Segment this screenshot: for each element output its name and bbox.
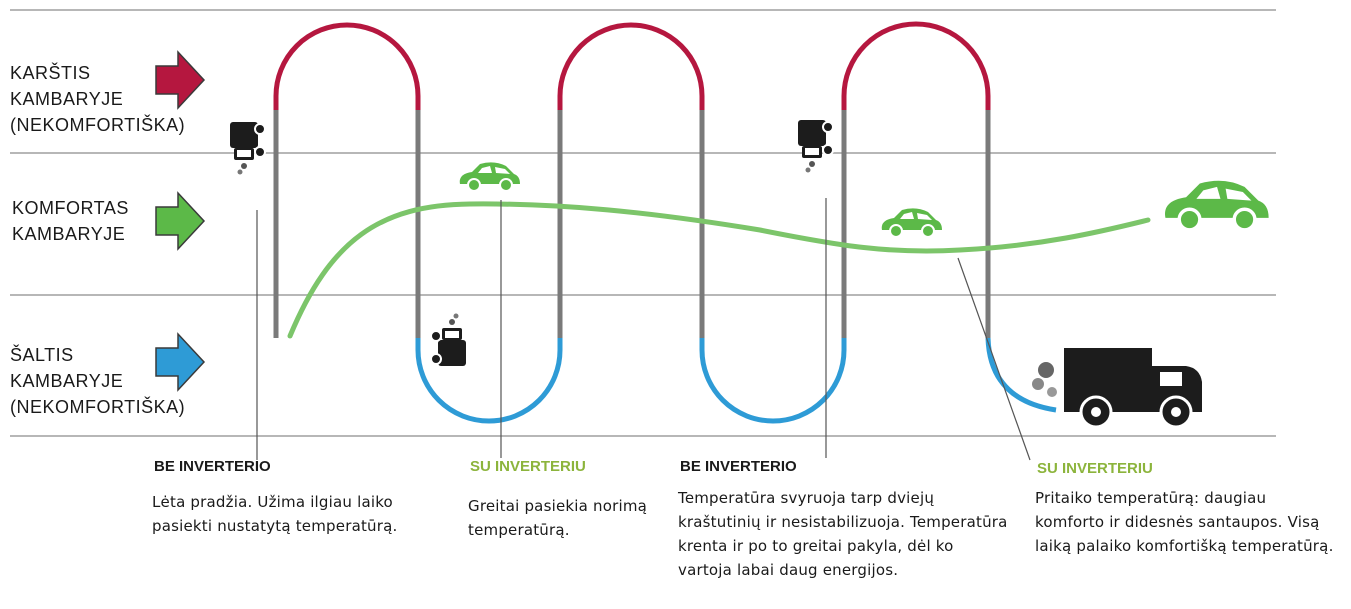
annotation-text: Temperatūra svyruoja tarp dviejų kraštut… [678, 489, 1008, 579]
annotation-title: SU INVERTERIU [470, 458, 586, 475]
inverter-curve [287, 201, 1151, 339]
annotation-text: Pritaiko temperatūrą: daugiau komforto i… [1035, 489, 1334, 555]
comfort-arrow-icon [155, 191, 206, 251]
pointer-line-4 [957, 257, 1031, 461]
zone-label-comfort: KOMFORTAS KAMBARYJE [12, 198, 129, 244]
non-inverter-curve [273, 21, 1057, 424]
car-icon [880, 207, 943, 238]
truck-icon [1032, 348, 1202, 429]
zone-label-hot: KARŠTIS KAMBARYJE (NEKOMFORTIŠKA) [10, 63, 186, 135]
hot-arrow-icon [155, 50, 206, 110]
annotation-title: BE INVERTERIO [680, 458, 797, 475]
car-icon [1163, 178, 1271, 232]
annotation-text: Lėta pradžia. Užima ilgiau laiko pasiekt… [152, 493, 398, 535]
annotation-text: Greitai pasiekia norimą temperatūrą. [468, 497, 648, 539]
annotation-title: SU INVERTERIU [1037, 460, 1153, 477]
truck-icon [229, 121, 266, 176]
annotation-title: BE INVERTERIO [154, 458, 271, 475]
truck-icon [430, 312, 467, 367]
truck-icon [797, 119, 834, 174]
zone-label-cold: ŠALTIS KAMBARYJE (NEKOMFORTIŠKA) [10, 345, 186, 417]
car-icon [458, 161, 521, 192]
cold-arrow-icon [155, 332, 206, 392]
